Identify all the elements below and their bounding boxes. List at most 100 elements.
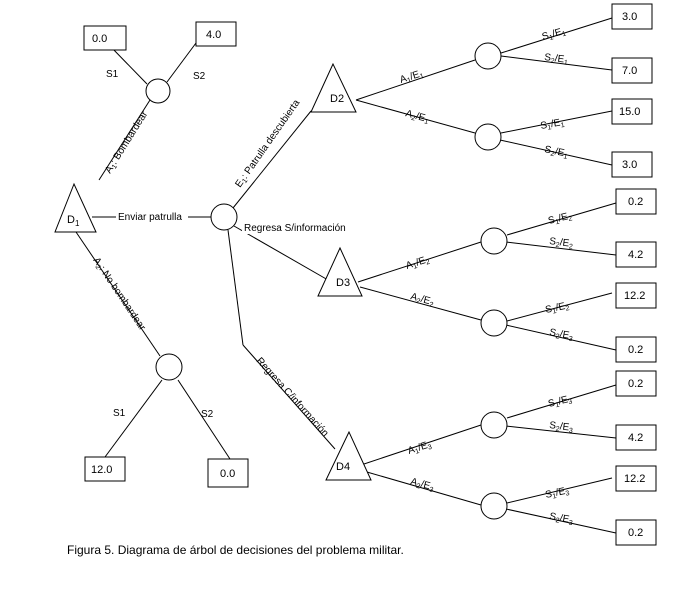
label-regresa-sin-info: Regresa S/información [244, 223, 346, 234]
chance-node-patrulla [210, 203, 238, 231]
chance-node-no-bombardear [155, 353, 183, 381]
edge-d2-a2 [355, 99, 476, 134]
payoff-box-d4-3: 12.2 [615, 465, 657, 492]
payoff-value: 7.0 [622, 65, 637, 77]
decision-node-d2: D2 [310, 62, 357, 113]
edge-d4-leaf4 [505, 508, 617, 534]
payoff-box-d2-4: 3.0 [611, 151, 653, 178]
edge-d2-leaf2 [500, 55, 613, 71]
label-d2-leaf3: S1/E1 [540, 117, 566, 133]
payoff-box-top-s2: 4.0 [195, 21, 237, 47]
payoff-box-d3-1: 0.2 [615, 188, 657, 215]
label-bottom-s2: S2 [201, 409, 214, 420]
edge-patrulla-descubierta [232, 110, 312, 209]
chance-node-d2-a2 [474, 123, 502, 151]
label-bg-sin-info [242, 221, 356, 234]
label-d3-leaf4: S2/E3 [548, 327, 574, 343]
payoff-value: 3.0 [622, 11, 637, 23]
edge-d3-leaf3 [506, 292, 613, 322]
payoff-box-top-s1: 0.0 [83, 25, 127, 51]
edge-d3-leaf2 [505, 241, 617, 256]
payoff-value: 4.2 [628, 432, 643, 444]
label-e1-patrulla-descubierta: E1: Patrulla descubierta [233, 97, 303, 190]
chance-node-d3-a2 [480, 309, 508, 337]
label-d3-a1: A1/E2 [405, 254, 432, 273]
decision-node-d3: D3 [317, 246, 363, 297]
label-a2-no-bombardear: A2: No bombardear [90, 256, 148, 334]
label-top-s1: S1 [106, 69, 119, 80]
label-bottom-s1: S1 [113, 408, 126, 419]
edge-d4-leaf2 [505, 425, 617, 439]
label-d2-leaf2: S2/E1 [544, 52, 569, 67]
payoff-box-d4-4: 0.2 [615, 519, 657, 546]
payoff-value: 15.0 [619, 106, 640, 118]
payoff-box-d3-3: 12.2 [615, 282, 657, 309]
chance-node-d4-a2 [480, 492, 508, 520]
edge-d4-a1 [357, 424, 482, 467]
edge-bottom-s1 [104, 379, 163, 458]
payoff-value: 12.2 [624, 473, 645, 485]
label-regresa-con-info: Regresa C/información [254, 356, 331, 439]
edge-d4-leaf1 [506, 384, 617, 419]
payoff-box-bottom-s2: 0.0 [207, 458, 249, 488]
edge-regresa-con-info [227, 229, 244, 346]
d1-label: D [67, 214, 75, 226]
payoff-value: 0.2 [628, 344, 643, 356]
edge-d1-bombardear [98, 99, 151, 181]
edge-d1-no-bombardear [75, 231, 161, 357]
label-d4-leaf4: S2/E3 [548, 511, 574, 527]
payoff-box-d2-3: 15.0 [611, 98, 653, 125]
label-d3-leaf3: S1/E2 [544, 300, 570, 317]
edge-d3-leaf4 [505, 324, 617, 351]
edge-d3-a1 [357, 241, 482, 283]
label-d2-leaf1: S1/E1 [541, 26, 567, 44]
label-d2-a1: A1/E1 [399, 68, 426, 87]
label-d2-a2: A2/E1 [404, 108, 430, 126]
payoff-box-d3-2: 4.2 [615, 241, 657, 268]
payoff-box-d4-1: 0.2 [615, 370, 657, 397]
decision-node-d1: D1 [54, 182, 97, 233]
payoff-box-d2-2: 7.0 [611, 57, 653, 84]
payoff-value: 0.0 [220, 468, 235, 480]
payoff-value: 12.0 [91, 464, 112, 476]
label-top-s2: S2 [193, 71, 206, 82]
edge-d2-leaf1 [500, 17, 613, 54]
payoff-value: 4.2 [628, 249, 643, 261]
label-a1-bombardear: A1: Bombardear [103, 109, 151, 176]
label-d3-leaf1: S1/E2 [547, 210, 573, 227]
payoff-value: 0.2 [628, 378, 643, 390]
label-d4-leaf2: S2/E3 [549, 420, 574, 435]
d1-label-sub: 1 [75, 219, 80, 228]
payoff-value: 0.2 [628, 527, 643, 539]
d4-label: D4 [336, 461, 350, 473]
payoff-value: 12.2 [624, 290, 645, 302]
label-d3-a2: A2/E2 [409, 291, 435, 309]
edge-regresa-con-info-2 [242, 344, 336, 450]
edge-d4-leaf3 [506, 477, 613, 504]
payoff-box-d2-1: 3.0 [611, 3, 653, 30]
chance-node-d3-a1 [480, 227, 508, 255]
label-d3-leaf2: S2/E2 [549, 236, 574, 251]
d2-label: D2 [330, 93, 344, 105]
edge-top-s1 [110, 46, 148, 85]
label-d2-leaf4: S2/E1 [543, 144, 569, 161]
payoff-box-d4-2: 4.2 [615, 424, 657, 451]
figure-caption: Figura 5. Diagrama de árbol de decisione… [67, 543, 404, 557]
chance-node-bombardear [145, 78, 171, 104]
label-d4-a1: A1/E3 [407, 439, 434, 458]
edge-d3-a2 [359, 286, 482, 321]
label-enviar-patrulla: Enviar patrulla [118, 212, 182, 223]
payoff-value: 0.0 [92, 33, 107, 45]
payoff-value: 3.0 [622, 159, 637, 171]
label-d4-a2: A2/E3 [409, 476, 435, 494]
label-bg-enviar [116, 210, 188, 223]
d3-label: D3 [336, 277, 350, 289]
edge-d3-leaf1 [506, 202, 617, 236]
chance-node-d4-a1 [480, 411, 508, 439]
label-d4-leaf1: S1/E3 [547, 393, 573, 410]
edge-top-s2 [166, 42, 197, 83]
edge-bottom-s2 [177, 379, 231, 460]
edge-regresa-sin-info [233, 225, 329, 281]
